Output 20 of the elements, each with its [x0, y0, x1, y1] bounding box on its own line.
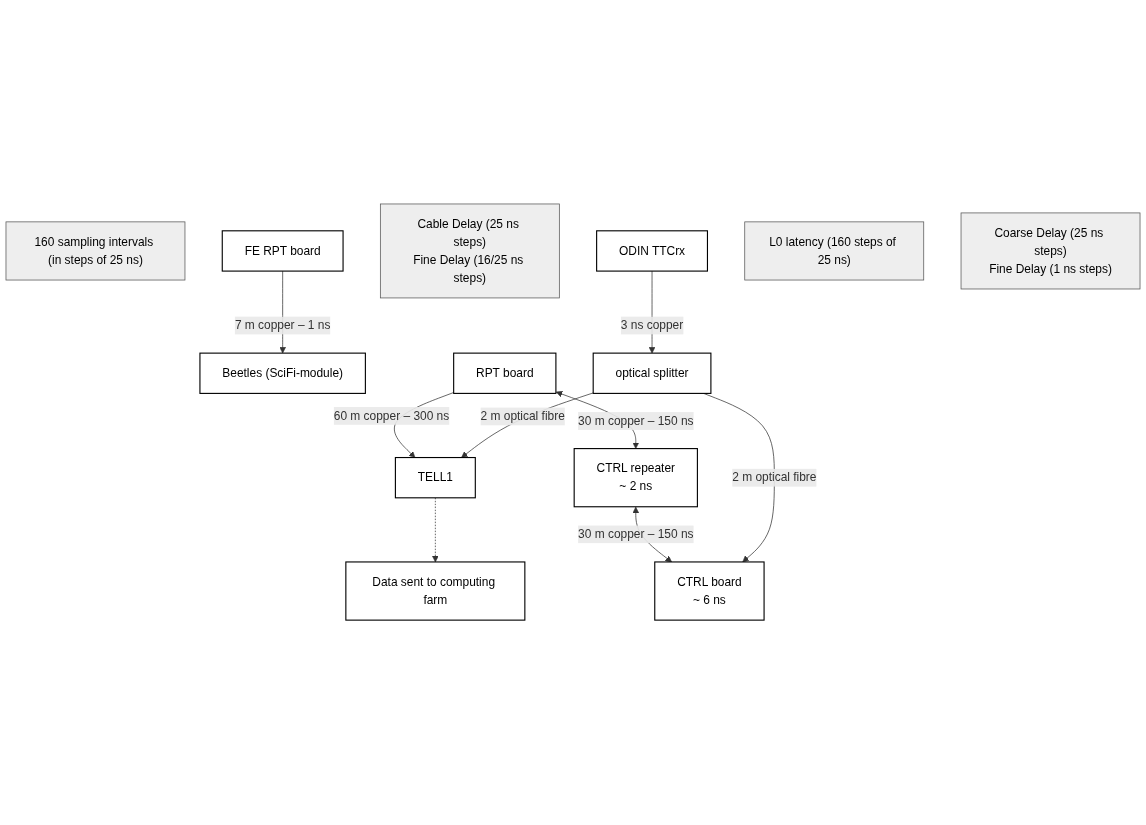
edge-label: 30 m copper – 150 ns [578, 414, 694, 428]
node-box: TELL1 [394, 457, 476, 499]
node-box: Beetles (SciFi-module) [199, 353, 366, 395]
node-box: L0 latency (160 steps of 25 ns) [744, 221, 925, 281]
node-box: FE RPT board [221, 230, 344, 273]
edge-label: 3 ns copper [620, 319, 684, 332]
edge-label: 2 m optical fibre [480, 410, 565, 423]
node-box: Coarse Delay (25 ns steps) Fine Delay (1 ns steps) [960, 213, 1141, 290]
edge-label: 2 m optical fibre [732, 471, 817, 485]
node-box: 160 sampling intervals (in steps of 25 ns) [5, 221, 186, 281]
node-box: Cable Delay (25 ns steps) Fine Delay (16/25 ns steps) [379, 204, 560, 299]
node-box: optical splitter [592, 353, 712, 395]
edge-label: 7 m copper – 1 ns [234, 319, 331, 332]
node-box: CTRL board ~ 6 ns [654, 561, 765, 622]
node-box: CTRL repeater ~ 2 ns [573, 448, 698, 508]
edge-label: 30 m copper – 150 ns [578, 528, 694, 541]
node-box: Data sent to computing farm [345, 561, 526, 622]
edge-label: 60 m copper – 300 ns [333, 409, 450, 423]
node-box: RPT board [453, 353, 557, 395]
node-box: ODIN TTCrx [596, 230, 708, 273]
